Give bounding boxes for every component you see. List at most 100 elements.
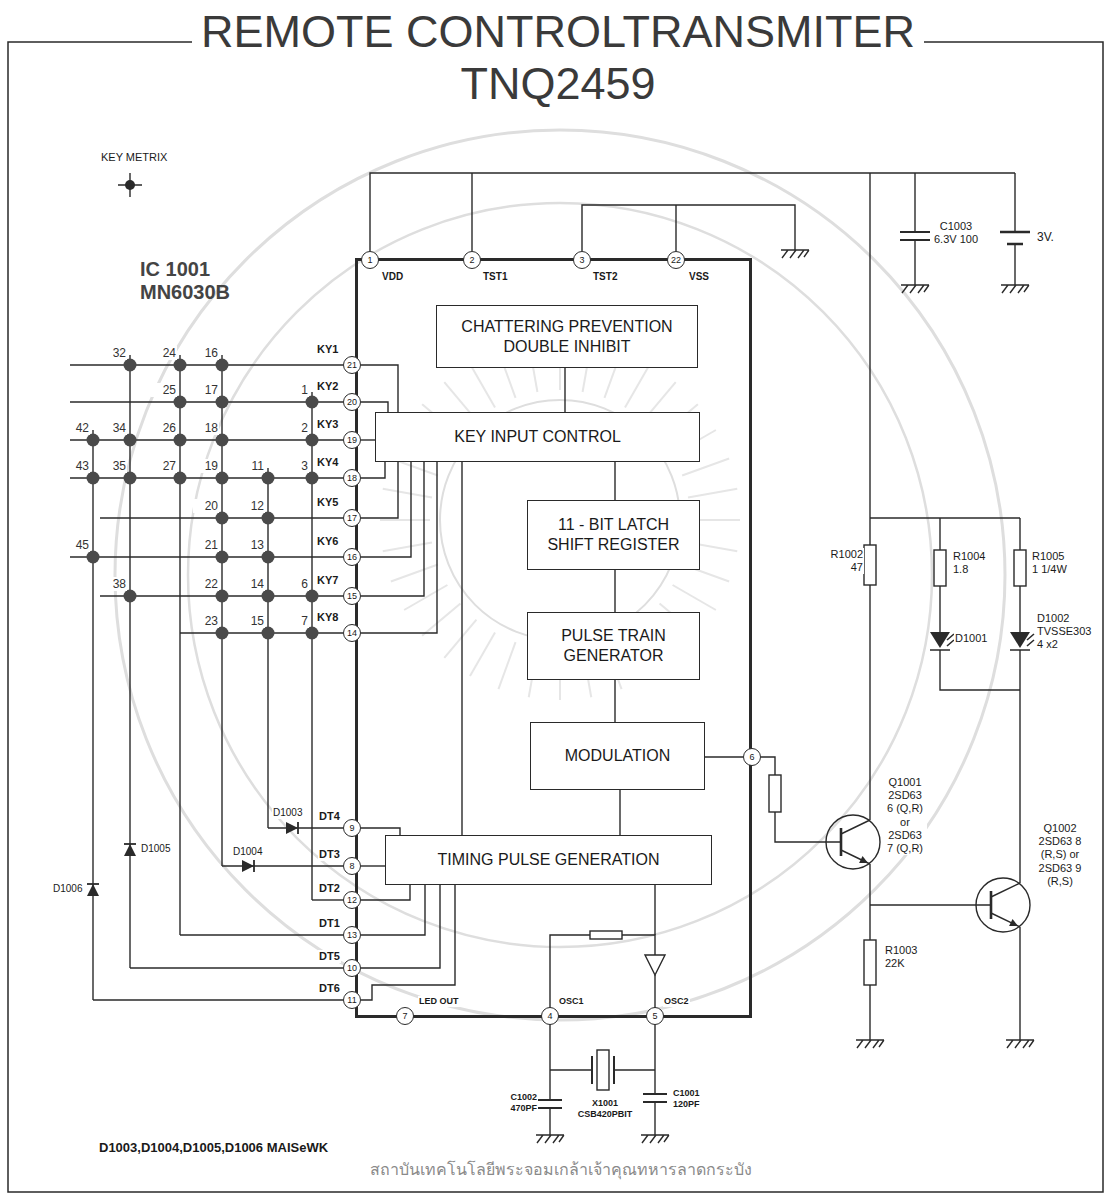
key-contact — [216, 434, 229, 447]
function-block: 11 - BIT LATCH SHIFT REGISTER — [527, 500, 700, 570]
key-number: 26 — [151, 421, 177, 435]
wire — [361, 462, 411, 557]
key-contact — [216, 472, 229, 485]
watermark-ray — [422, 604, 460, 636]
key-contact — [216, 551, 229, 564]
wire — [222, 865, 343, 866]
function-block: KEY INPUT CONTROL — [375, 412, 700, 462]
part-label: 3V. — [1036, 230, 1055, 244]
pin-number: 17 — [343, 509, 361, 527]
part-label: D1001 — [954, 632, 988, 645]
wire — [622, 935, 655, 955]
wire — [70, 401, 343, 402]
wire — [914, 173, 915, 232]
wire — [361, 365, 398, 412]
part-label: DT1 — [318, 917, 341, 930]
wire — [1019, 650, 1020, 883]
capacitor-symbol — [900, 232, 930, 240]
watermark-ray — [673, 585, 716, 610]
wire — [1019, 586, 1020, 632]
watermark-ray — [470, 364, 495, 407]
block-label: CHATTERING PREVENTION DOUBLE INHIBIT — [443, 317, 691, 357]
pin-number: 5 — [646, 1007, 664, 1025]
key-number: 25 — [151, 383, 177, 397]
resistor-symbol — [590, 931, 622, 939]
part-label: KEY METRIX — [100, 151, 168, 164]
key-contact — [262, 590, 275, 603]
key-number: 32 — [101, 346, 127, 360]
block-label: 11 - BIT LATCH SHIFT REGISTER — [534, 515, 693, 555]
wire — [361, 462, 424, 596]
part-label: OSC2 — [663, 996, 690, 1007]
wire — [361, 439, 375, 440]
wire — [361, 885, 410, 900]
key-number: 19 — [193, 459, 219, 473]
ground-symbol — [781, 250, 809, 258]
signal-line — [564, 368, 565, 412]
key-number: 3 — [283, 459, 309, 473]
key-number: 35 — [101, 459, 127, 473]
pin-number: 4 — [541, 1007, 559, 1025]
wire — [940, 650, 1020, 690]
part-label: R1002 47 — [816, 548, 864, 574]
wire — [361, 462, 437, 633]
function-block: MODULATION — [530, 722, 705, 790]
key-contact — [87, 434, 100, 447]
key-contact — [124, 590, 137, 603]
block-label: MODULATION — [565, 746, 670, 766]
key-contact — [174, 396, 187, 409]
pin-number: 21 — [343, 356, 361, 374]
part-label: DT2 — [318, 882, 341, 895]
watermark-ray — [625, 364, 650, 407]
part-label: KY3 — [316, 418, 339, 431]
wire — [70, 364, 343, 365]
part-label: KY4 — [316, 456, 339, 469]
pin-number: 22 — [667, 251, 685, 269]
pin-number: 16 — [343, 548, 361, 566]
wire — [92, 430, 93, 1000]
part-label: C1003 6.3V 100 — [932, 220, 980, 246]
block-label: TIMING PULSE GENERATION — [438, 850, 660, 870]
wire — [361, 402, 388, 412]
wire — [312, 899, 343, 900]
ic-heading: IC 1001 MN6030B — [140, 258, 276, 304]
key-contact — [262, 472, 275, 485]
part-label: KY5 — [316, 496, 339, 509]
key-contact — [262, 627, 275, 640]
diode-symbol — [87, 884, 99, 896]
key-number: 6 — [283, 577, 309, 591]
part-label: TST1 — [482, 271, 508, 283]
part-label: KY1 — [316, 343, 339, 356]
transistor-symbol — [1009, 919, 1018, 926]
signal-line — [614, 680, 615, 722]
ground-symbol — [901, 285, 929, 293]
key-contact — [216, 359, 229, 372]
part-label: X1001 CSB420PBIT — [569, 1098, 641, 1120]
resistor-symbol — [934, 550, 946, 586]
key-contact — [87, 472, 100, 485]
key-contact — [306, 396, 319, 409]
pin-number: 8 — [343, 857, 361, 875]
key-contact — [216, 396, 229, 409]
key-contact — [306, 627, 319, 640]
key-contact — [124, 472, 137, 485]
wire — [471, 173, 472, 251]
wire — [370, 173, 1015, 251]
part-label: KY2 — [316, 380, 339, 393]
part-label: KY7 — [316, 574, 339, 587]
part-label: OSC1 — [558, 996, 585, 1007]
pin-number: 12 — [343, 891, 361, 909]
pin-number: 1 — [361, 251, 379, 269]
wire — [549, 1108, 550, 1135]
block-label: PULSE TRAIN GENERATOR — [534, 626, 693, 666]
pin-number: 18 — [343, 469, 361, 487]
key-contact — [216, 512, 229, 525]
diode-symbol — [242, 860, 254, 872]
wire — [361, 462, 385, 478]
ground-symbol — [641, 1135, 669, 1143]
part-label: D1004 — [232, 846, 263, 858]
part-label: DT4 — [318, 810, 341, 823]
key-number: 21 — [193, 538, 219, 552]
watermark-seal — [115, 130, 1005, 1020]
